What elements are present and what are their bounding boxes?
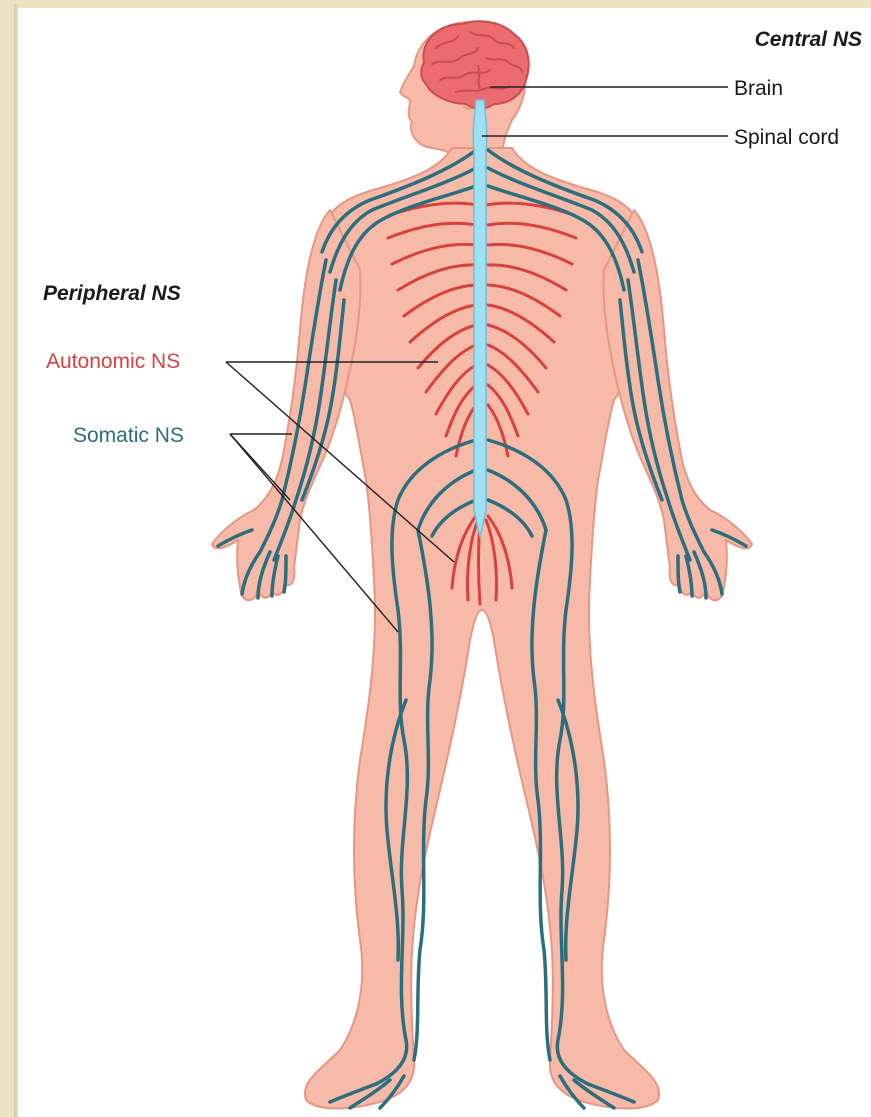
spinal-cord-label: Spinal cord	[734, 127, 839, 148]
left-arm	[212, 210, 361, 600]
brain-shape	[421, 21, 528, 108]
right-arm	[603, 210, 752, 600]
central-ns-heading: Central NS	[755, 29, 862, 50]
brain-label: Brain	[734, 78, 783, 99]
peripheral-ns-heading: Peripheral NS	[43, 283, 181, 304]
spinal-cord	[473, 100, 487, 536]
somatic-ns-label: Somatic NS	[73, 425, 184, 446]
autonomic-ns-label: Autonomic NS	[46, 351, 180, 372]
